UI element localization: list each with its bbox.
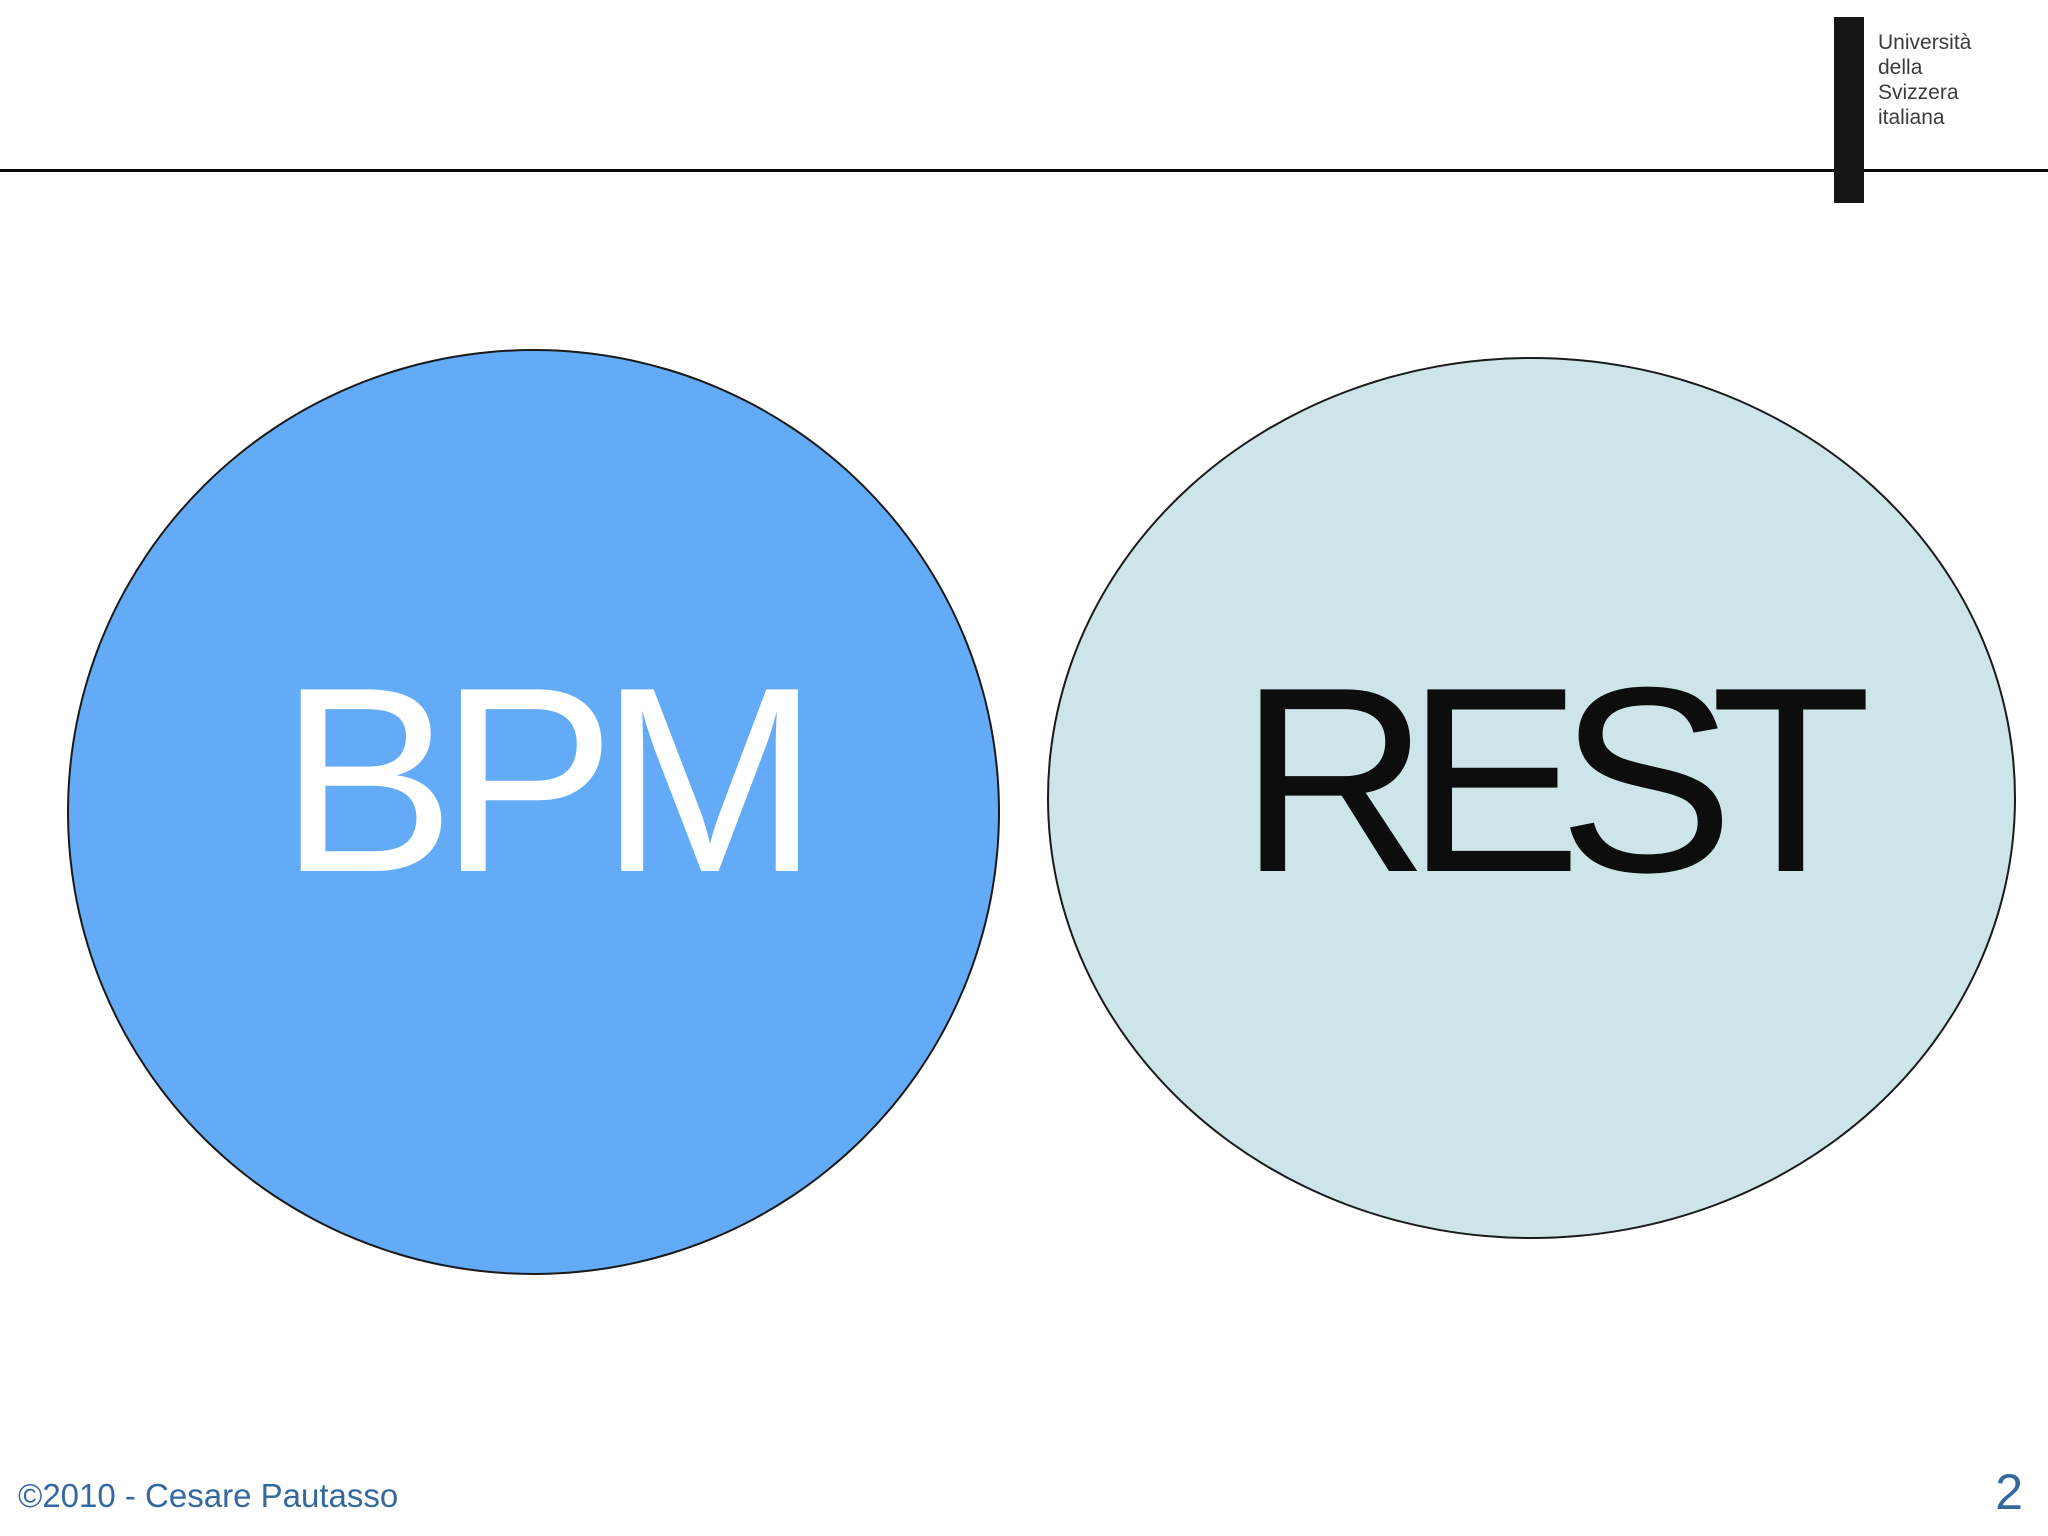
usi-logo-text: Università della Svizzera italiana (1878, 30, 1971, 130)
header-rule (0, 169, 2048, 172)
usi-logo-line-3: Svizzera (1878, 81, 1959, 104)
footer-copyright: ©2010 - Cesare Pautasso (18, 1477, 399, 1514)
usi-logo-bar-icon (1834, 17, 1864, 203)
usi-logo-line-4: italiana (1878, 106, 1945, 129)
usi-logo-line-1: Università (1878, 31, 1972, 54)
rest-label: REST (1238, 632, 1872, 927)
bpm-circle: BPM (67, 349, 1000, 1275)
rest-ellipse: REST (1047, 357, 2016, 1239)
usi-logo-line-2: della (1878, 56, 1923, 79)
bpm-label: BPM (279, 632, 819, 927)
page-number: 2 (1995, 1464, 2023, 1520)
